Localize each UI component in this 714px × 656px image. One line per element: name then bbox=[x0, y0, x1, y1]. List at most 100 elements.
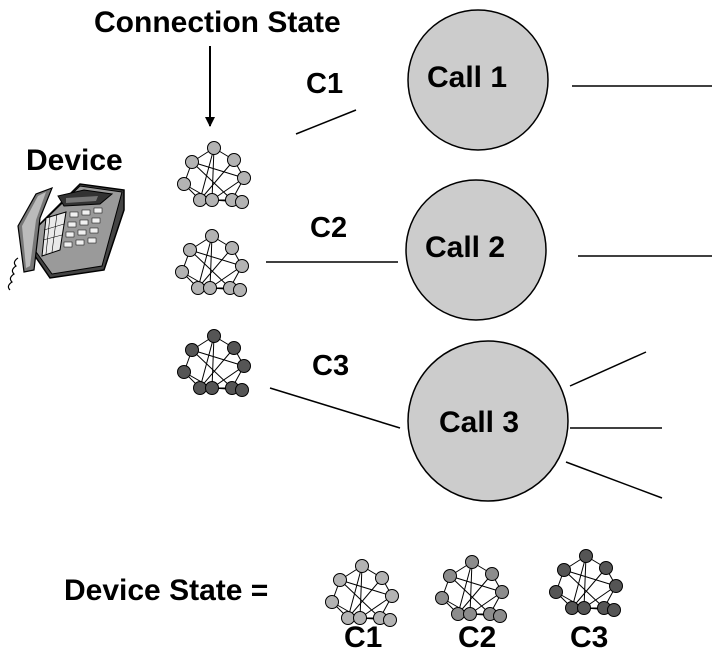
call-3-outgoing-line-lower bbox=[565, 461, 663, 499]
c3-connection-line bbox=[269, 387, 401, 429]
state-transition-edge bbox=[199, 335, 215, 389]
c1-label: C1 bbox=[306, 68, 344, 100]
call-2-label: Call 2 bbox=[425, 231, 506, 264]
state-transition-edge bbox=[199, 159, 235, 201]
state-transition-edge bbox=[347, 565, 363, 619]
state-node bbox=[237, 359, 251, 373]
state-transition-edge bbox=[189, 249, 231, 289]
state-transition-edge bbox=[449, 575, 503, 593]
state-node bbox=[465, 555, 479, 569]
state-transition-edge bbox=[457, 573, 493, 615]
c2-label: C2 bbox=[310, 212, 348, 244]
c1-connection-line bbox=[295, 109, 357, 135]
device-state-item-c2: C2 bbox=[458, 621, 497, 654]
state-node bbox=[235, 195, 249, 209]
state-node bbox=[227, 341, 241, 355]
state-node bbox=[355, 559, 369, 573]
state-transition-edge bbox=[358, 565, 363, 619]
device-state-item-c3: C3 bbox=[570, 621, 609, 654]
state-transition-edge bbox=[199, 147, 215, 201]
state-node bbox=[549, 585, 563, 599]
connection-state-graph-c2 bbox=[175, 229, 249, 297]
state-transition-edge bbox=[563, 569, 617, 587]
state-node bbox=[557, 563, 571, 577]
call-1-label: Call 1 bbox=[427, 61, 508, 94]
state-node bbox=[177, 365, 191, 379]
state-transition-edge bbox=[210, 147, 215, 201]
state-node bbox=[227, 153, 241, 167]
call-3-label: Call 3 bbox=[439, 406, 520, 439]
call-3-outgoing-line-upper bbox=[569, 351, 647, 387]
state-node bbox=[353, 611, 367, 625]
state-node bbox=[185, 343, 199, 357]
state-node bbox=[235, 259, 249, 273]
state-node bbox=[451, 607, 465, 621]
state-node bbox=[193, 381, 207, 395]
connection-state-label: Connection State bbox=[94, 6, 341, 39]
state-node bbox=[325, 595, 339, 609]
device-label: Device bbox=[26, 144, 123, 177]
device-state-graph-c3 bbox=[549, 549, 623, 617]
state-node bbox=[577, 601, 591, 615]
state-node bbox=[205, 229, 219, 243]
telephone-icon bbox=[7, 183, 125, 291]
state-transition-edge bbox=[197, 247, 233, 289]
state-node bbox=[193, 193, 207, 207]
state-node bbox=[233, 283, 247, 297]
state-node bbox=[495, 585, 509, 599]
call-1-circle bbox=[407, 9, 549, 151]
state-node bbox=[599, 561, 613, 575]
state-node bbox=[609, 579, 623, 593]
state-transition-edge bbox=[347, 577, 383, 619]
connection-state-graph-c3 bbox=[177, 329, 251, 397]
state-node bbox=[435, 591, 449, 605]
state-node bbox=[237, 171, 251, 185]
state-node bbox=[205, 381, 219, 395]
state-transition-edge bbox=[468, 561, 473, 615]
state-transition-edge bbox=[208, 235, 213, 289]
state-node bbox=[191, 281, 205, 295]
state-transition-edge bbox=[571, 555, 587, 609]
state-node bbox=[443, 569, 457, 583]
state-transition-edge bbox=[449, 575, 491, 615]
state-transition-edge bbox=[210, 335, 215, 389]
state-node bbox=[383, 613, 397, 627]
device-state-graph-c2 bbox=[435, 555, 509, 623]
state-node bbox=[565, 601, 579, 615]
state-transition-edge bbox=[191, 349, 245, 367]
state-node bbox=[185, 155, 199, 169]
state-node bbox=[485, 567, 499, 581]
state-node bbox=[175, 265, 189, 279]
state-node bbox=[235, 383, 249, 397]
device-state-item-c1: C1 bbox=[344, 621, 383, 654]
state-node bbox=[205, 193, 219, 207]
state-node bbox=[463, 607, 477, 621]
state-transition-edge bbox=[189, 249, 243, 267]
state-transition-edge bbox=[582, 555, 587, 609]
state-node bbox=[203, 281, 217, 295]
state-transition-edge bbox=[191, 349, 233, 389]
connection-state-graph-c1 bbox=[177, 141, 251, 209]
state-node bbox=[607, 603, 621, 617]
state-transition-edge bbox=[563, 569, 605, 609]
state-transition-edge bbox=[571, 567, 607, 609]
state-node bbox=[333, 573, 347, 587]
state-node bbox=[579, 549, 593, 563]
state-transition-edge bbox=[197, 235, 213, 289]
call-3-circle bbox=[407, 340, 569, 502]
state-node bbox=[183, 243, 197, 257]
state-transition-edge bbox=[457, 561, 473, 615]
state-node bbox=[493, 609, 507, 623]
state-transition-edge bbox=[339, 579, 381, 619]
state-transition-edge bbox=[339, 579, 393, 597]
device-state-label: Device State = bbox=[64, 574, 269, 607]
state-transition-edge bbox=[191, 161, 233, 201]
state-node bbox=[177, 177, 191, 191]
state-transition-edge bbox=[191, 161, 245, 179]
state-node bbox=[225, 241, 239, 255]
call-2-circle bbox=[405, 179, 547, 321]
device-state-graph-c1 bbox=[325, 559, 399, 627]
state-node bbox=[207, 329, 221, 343]
state-transition-edge bbox=[199, 347, 235, 389]
